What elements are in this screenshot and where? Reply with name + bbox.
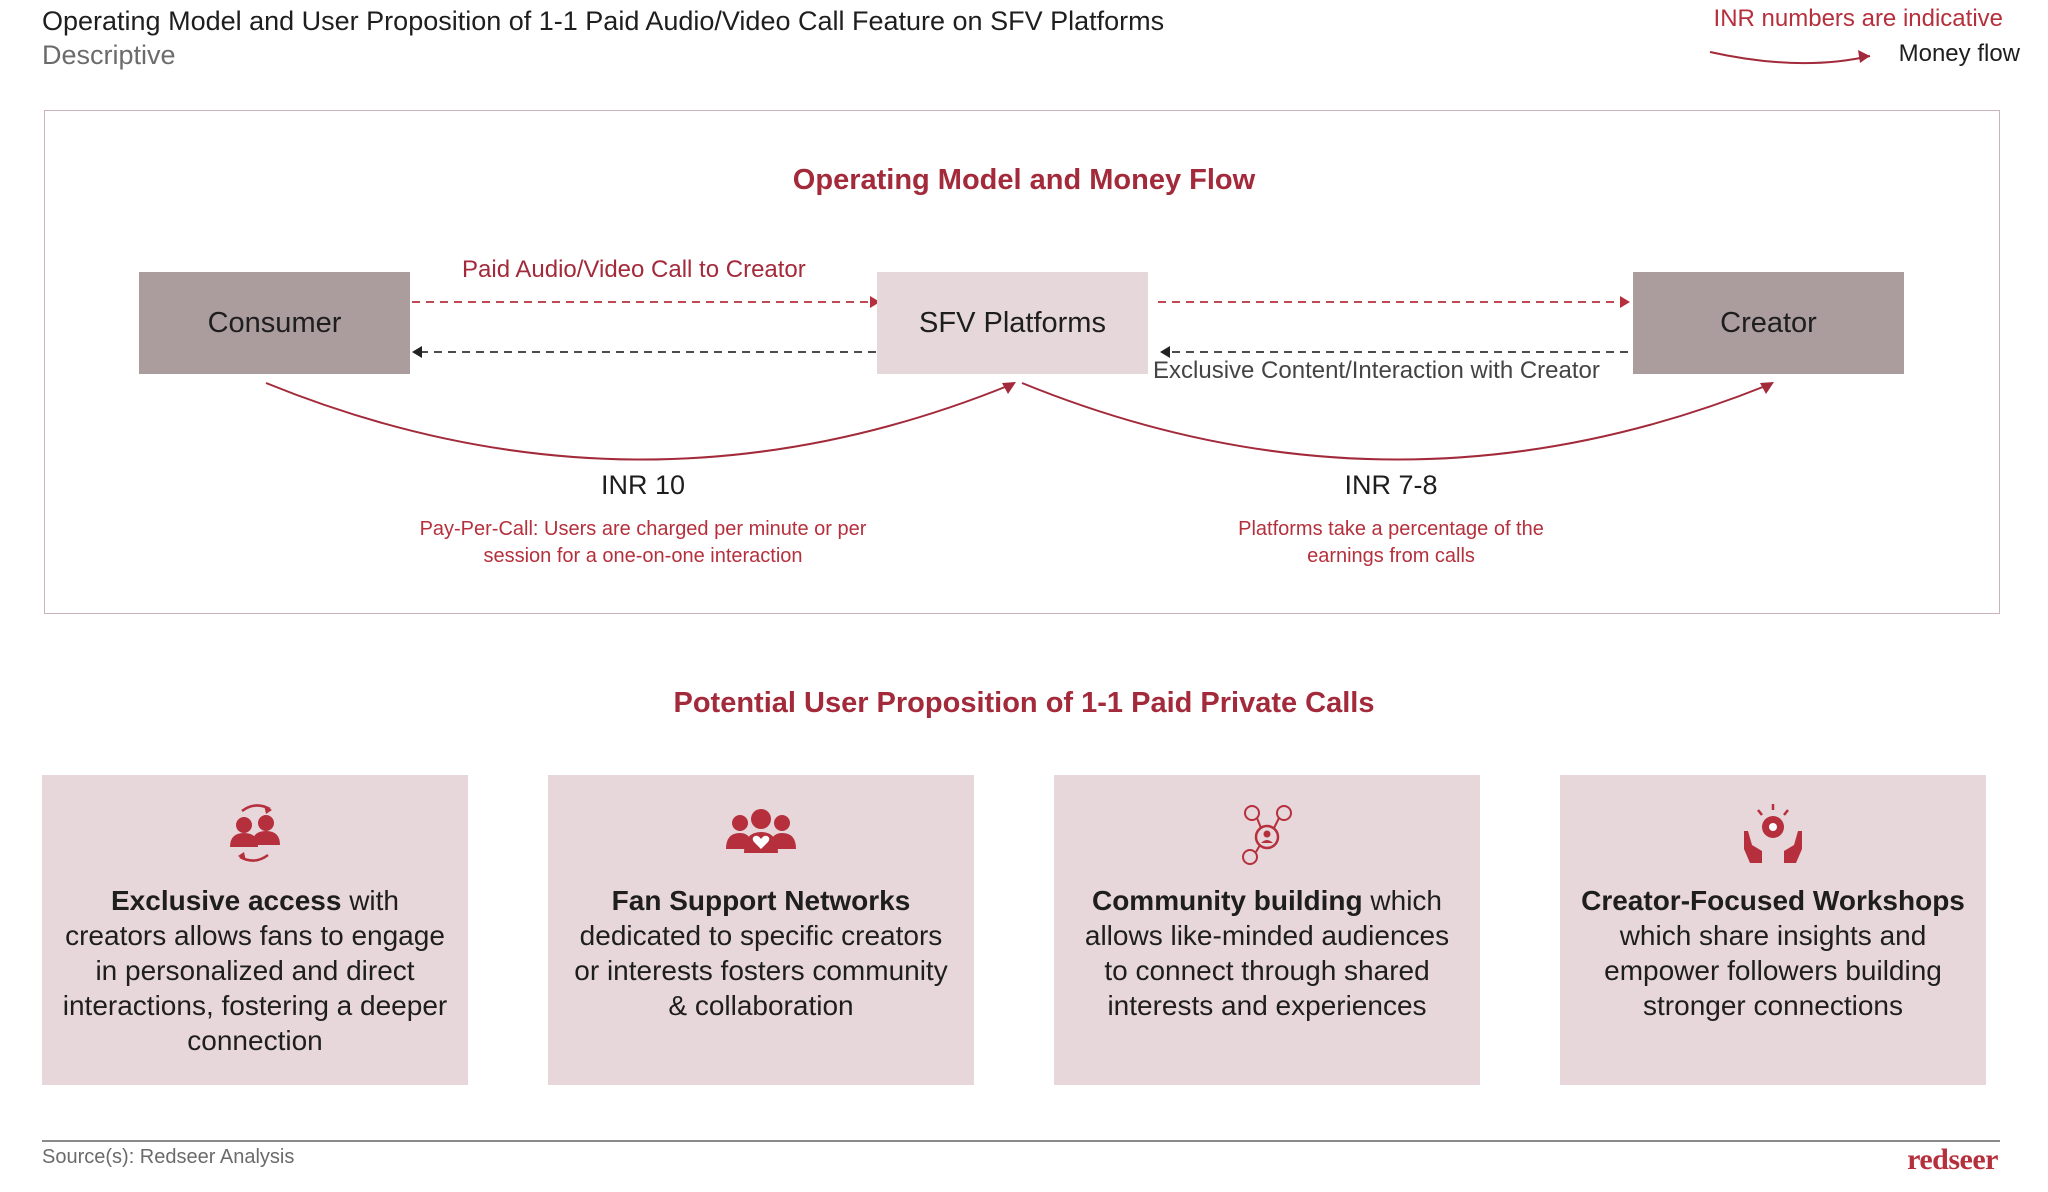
arrowhead: [412, 346, 422, 358]
page-title: Operating Model and User Proposition of …: [42, 6, 1165, 36]
flow-arrows: [265, 296, 1774, 461]
social-network-icon: [1242, 805, 1292, 865]
proposition-card-community-building: Community building which allows like-min…: [1054, 775, 1480, 1085]
inr-note: INR numbers are indicative: [1713, 5, 2003, 32]
card-body: dedicated to specific creators or intere…: [574, 920, 948, 1021]
footer-divider: [42, 1140, 2000, 1142]
node-sfv-platforms: SFV Platforms: [877, 272, 1148, 374]
people-exchange-icon: [230, 804, 280, 862]
source-note: Source(s): Redseer Analysis: [42, 1146, 295, 1168]
hands-lightbulb-icon: [1744, 804, 1802, 863]
amount-consumer-to-platform: INR 10: [600, 470, 686, 500]
proposition-card-workshops: Creator-Focused Workshops which share in…: [1560, 775, 1986, 1085]
money-curve-platform-creator: [1021, 382, 1769, 461]
money-flow-legend-arrow: [1709, 50, 1871, 65]
card-title: Exclusive access: [111, 885, 342, 916]
amount-platform-to-creator: INR 7-8: [1344, 470, 1438, 500]
page-subtitle: Descriptive: [42, 40, 176, 70]
legend: Money flow: [1690, 36, 2020, 76]
card-title: Community building: [1091, 885, 1363, 916]
group-heart-icon: [726, 809, 796, 853]
arrowhead: [1620, 296, 1630, 308]
money-curve-consumer-platform: [265, 382, 1011, 461]
arrowhead: [1760, 382, 1774, 394]
card-body: which share insights and empower followe…: [1604, 920, 1942, 1021]
node-consumer: Consumer: [139, 272, 410, 374]
proposition-heading: Potential User Proposition of 1-1 Paid P…: [673, 687, 1375, 719]
arrowhead: [1160, 346, 1170, 358]
arrowhead: [1002, 382, 1016, 394]
proposition-card-exclusive-access: Exclusive access with creators allows fa…: [42, 775, 468, 1085]
node-creator: Creator: [1633, 272, 1904, 374]
operating-model-heading: Operating Model and Money Flow: [792, 164, 1256, 196]
arrowhead: [870, 296, 880, 308]
flow-label-exclusive-content: Exclusive Content/Interaction with Creat…: [1153, 357, 1600, 384]
amount-description-left: Pay-Per-Call: Users are charged per minu…: [419, 518, 867, 567]
card-title: Creator-Focused Workshops: [1581, 885, 1965, 916]
card-body: with creators allows fans to engage in p…: [62, 885, 448, 1056]
amount-description-right: Platforms take a percentage of the earni…: [1238, 518, 1544, 567]
card-body: which allows like-minded audiences to co…: [1084, 885, 1450, 1021]
flow-label-paid-call: Paid Audio/Video Call to Creator: [462, 256, 806, 283]
proposition-card-fan-support: Fan Support Networks dedicated to specif…: [548, 775, 974, 1085]
card-title: Fan Support Networks: [611, 885, 911, 916]
brand-logo: redseer: [1907, 1143, 1998, 1176]
legend-label: Money flow: [1898, 40, 2020, 67]
operating-model-panel: [44, 110, 2000, 614]
